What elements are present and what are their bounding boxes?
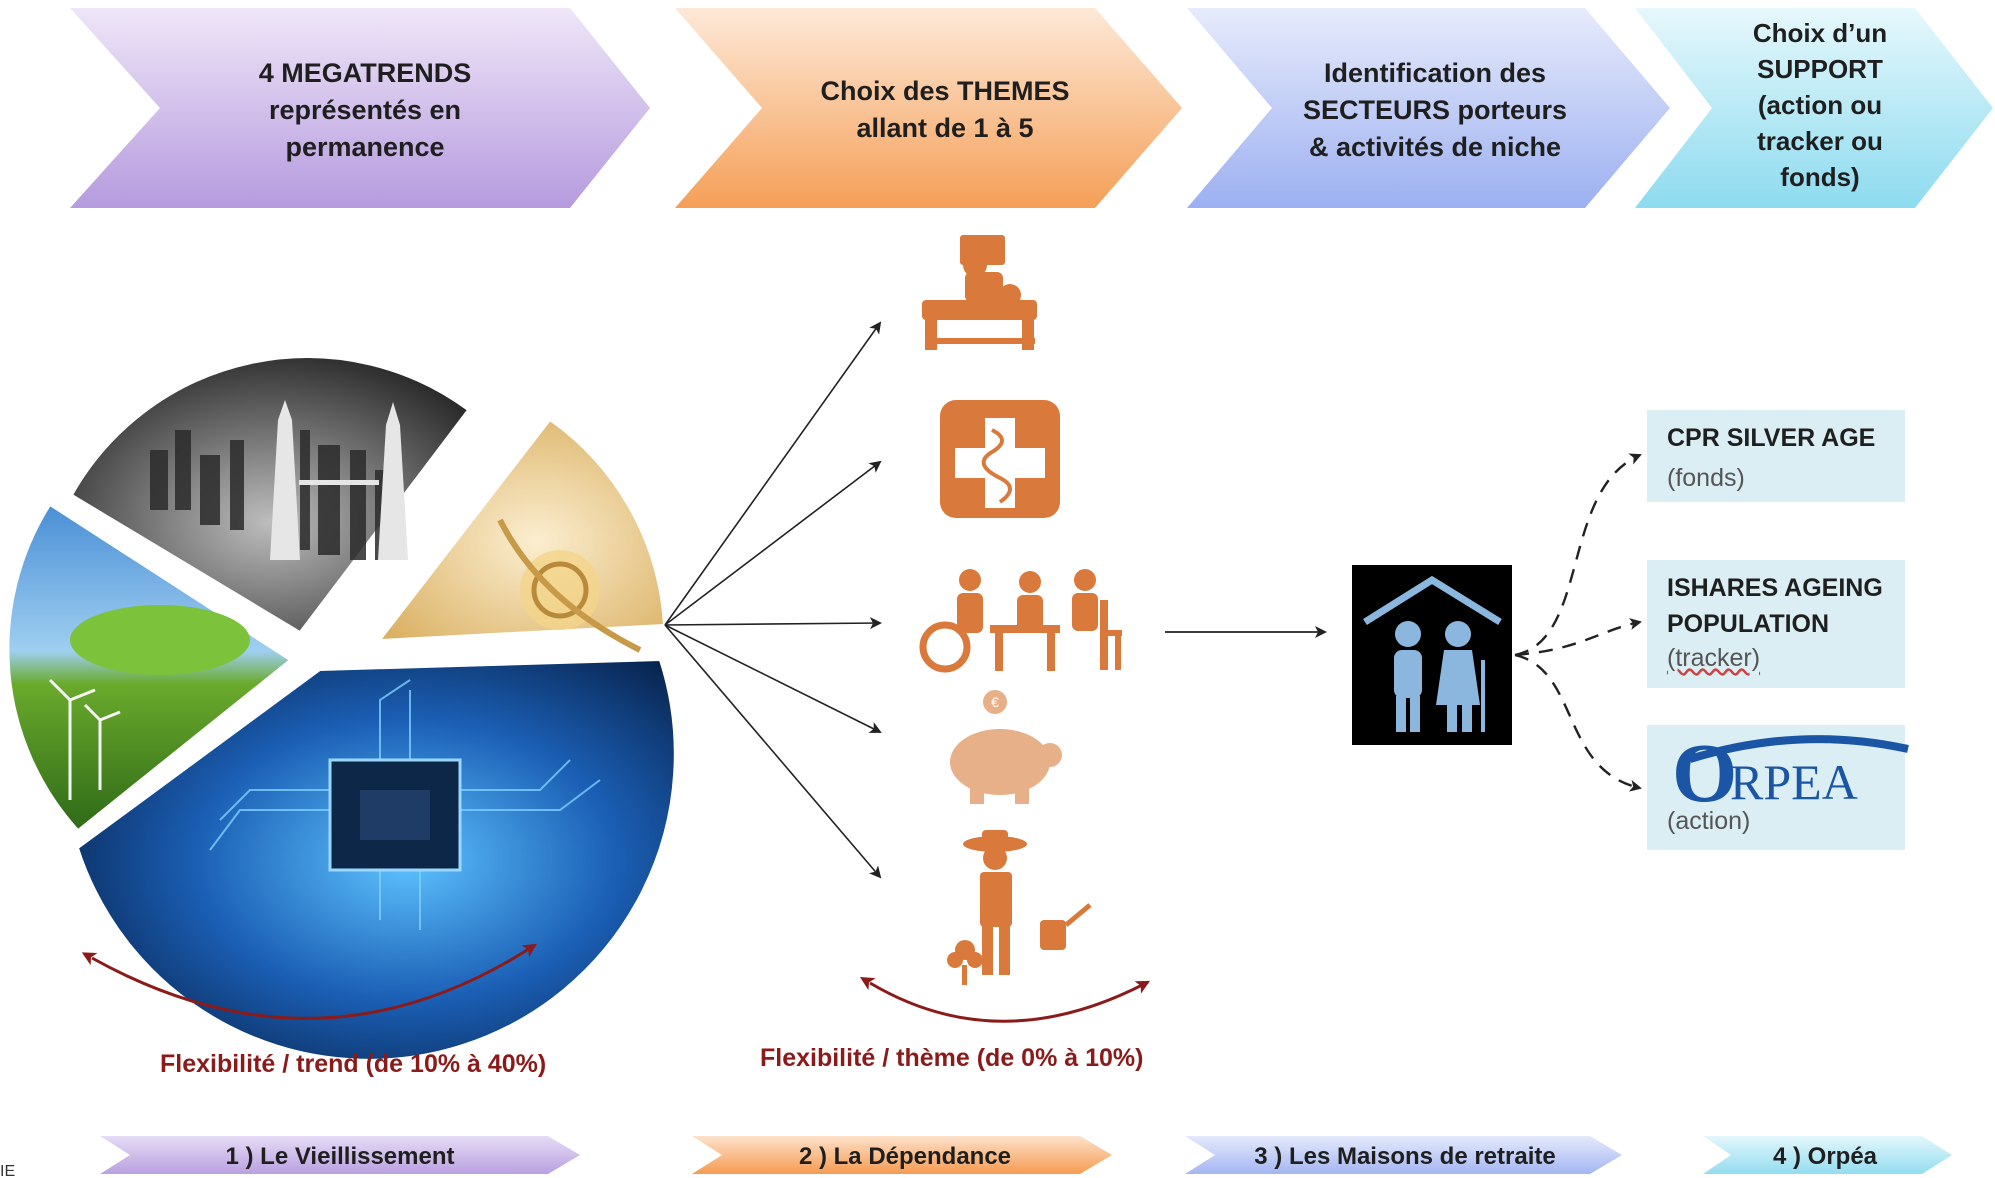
medical-slice bbox=[377, 418, 666, 653]
svg-text:€: € bbox=[991, 694, 999, 710]
orpea-logo-rest: RPEA bbox=[1730, 754, 1858, 810]
support-orpea: O RPEA (action) bbox=[1647, 725, 1909, 850]
step-secteurs-text: Identification des SECTEURS porteurs & a… bbox=[1302, 57, 1568, 162]
support-type: (action) bbox=[1667, 807, 1751, 835]
bottom-label-2: 2 ) La Dépendance bbox=[799, 1143, 1011, 1170]
elderly-couple-house-icon bbox=[1352, 565, 1512, 745]
orpea-swoosh bbox=[1688, 735, 1909, 763]
theme-flex-arc bbox=[859, 977, 1151, 1023]
step-support-chevron bbox=[1635, 8, 1993, 208]
theme-arrows bbox=[664, 321, 882, 879]
bottom-chevron-4 bbox=[1703, 1136, 1952, 1174]
step-megatrends-chevron bbox=[70, 8, 650, 208]
bottom-label-4: 4 ) Orpéa bbox=[1773, 1143, 1878, 1170]
gardener-icon bbox=[947, 830, 1092, 985]
support-type: (tracker) bbox=[1667, 644, 1761, 672]
bottom-chevron-2 bbox=[692, 1136, 1112, 1174]
bottom-label-3: 3 ) Les Maisons de retraite bbox=[1254, 1143, 1555, 1170]
step-support-text: Choix d’un SUPPORT (action ou tracker ou… bbox=[1752, 18, 1888, 192]
wheelchair-table-icon bbox=[919, 569, 1122, 673]
step-themes-chevron bbox=[675, 8, 1182, 208]
orpea-logo-initial: O bbox=[1672, 727, 1738, 820]
megatrends-pie bbox=[7, 356, 676, 1061]
pharmacy-cross-icon bbox=[940, 400, 1060, 518]
orpea-logo: O RPEA bbox=[1672, 727, 1912, 820]
support-type: (fonds) bbox=[1667, 464, 1745, 492]
support-name: CPR SILVER AGE bbox=[1667, 424, 1876, 452]
bottom-label-1: 1 ) Le Vieillissement bbox=[226, 1143, 455, 1170]
city-slice bbox=[70, 356, 470, 634]
nature-slice bbox=[7, 503, 292, 832]
bottom-chevron-1 bbox=[100, 1136, 580, 1174]
corner-mark: IE bbox=[0, 1163, 15, 1178]
step-secteurs-chevron bbox=[1187, 8, 1670, 208]
trend-flex-arc bbox=[81, 943, 537, 1020]
bottom-chevron-3 bbox=[1185, 1136, 1622, 1174]
support-arrows bbox=[1514, 453, 1642, 792]
trend-flex-label: Flexibilité / trend (de 10% à 40%) bbox=[160, 1050, 546, 1078]
piggy-bank-icon: € bbox=[950, 690, 1062, 804]
support-name: ISHARES AGEING POPULATION bbox=[1667, 574, 1883, 638]
support-ishares-ageing: ISHARES AGEING POPULATION (tracker) bbox=[1647, 560, 1905, 688]
theme-flex-label: Flexibilité / thème (de 0% à 10%) bbox=[760, 1044, 1143, 1072]
hospital-bed-icon bbox=[922, 235, 1037, 350]
step-themes-text: Choix des THEMES allant de 1 à 5 bbox=[820, 76, 1070, 143]
step-megatrends-text: 4 MEGATRENDS représentés en permanence bbox=[258, 57, 472, 162]
support-cpr-silver-age: CPR SILVER AGE (fonds) bbox=[1647, 410, 1905, 502]
